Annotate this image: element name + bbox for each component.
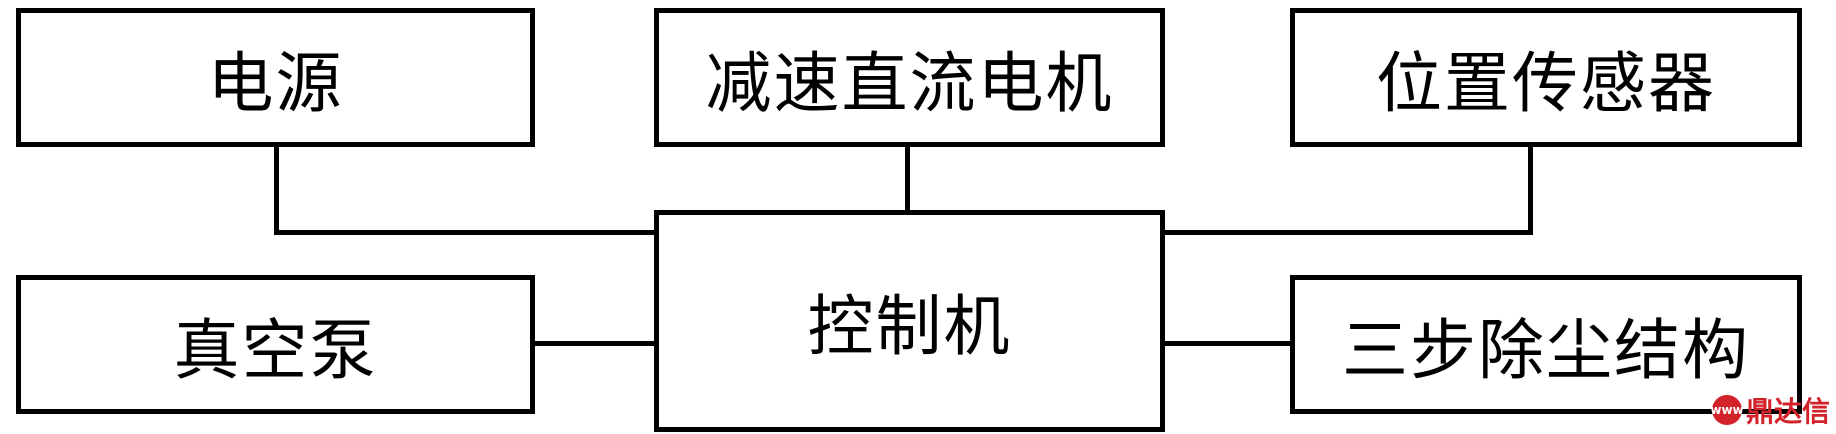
motor-box: 减速直流电机 (654, 8, 1165, 147)
dust-box: 三步除尘结构 (1290, 275, 1802, 414)
sensor-box: 位置传感器 (1290, 8, 1802, 147)
connector-power-controller-vertical (274, 145, 279, 235)
connector-vacuum-controller (535, 341, 654, 346)
motor-label: 减速直流电机 (705, 44, 1114, 122)
vacuum-label: 真空泵 (173, 311, 378, 389)
connector-sensor-controller-vertical (1528, 145, 1533, 235)
connector-motor-controller (905, 145, 910, 210)
dust-label: 三步除尘结构 (1342, 311, 1750, 389)
power-label: 电源 (207, 44, 344, 122)
controller-label: 控制机 (807, 288, 1012, 365)
power-box: 电源 (16, 8, 535, 147)
connector-sensor-controller-horizontal (1165, 230, 1533, 235)
watermark: www 鼎达信 (1710, 390, 1830, 430)
controller-box: 控制机 (654, 210, 1165, 432)
sensor-label: 位置传感器 (1376, 44, 1716, 122)
vacuum-box: 真空泵 (16, 275, 535, 414)
connector-dust-controller (1165, 341, 1290, 346)
watermark-logo-icon: www (1710, 395, 1744, 425)
watermark-text: 鼎达信 (1745, 395, 1830, 428)
connector-power-controller-horizontal (274, 230, 654, 235)
